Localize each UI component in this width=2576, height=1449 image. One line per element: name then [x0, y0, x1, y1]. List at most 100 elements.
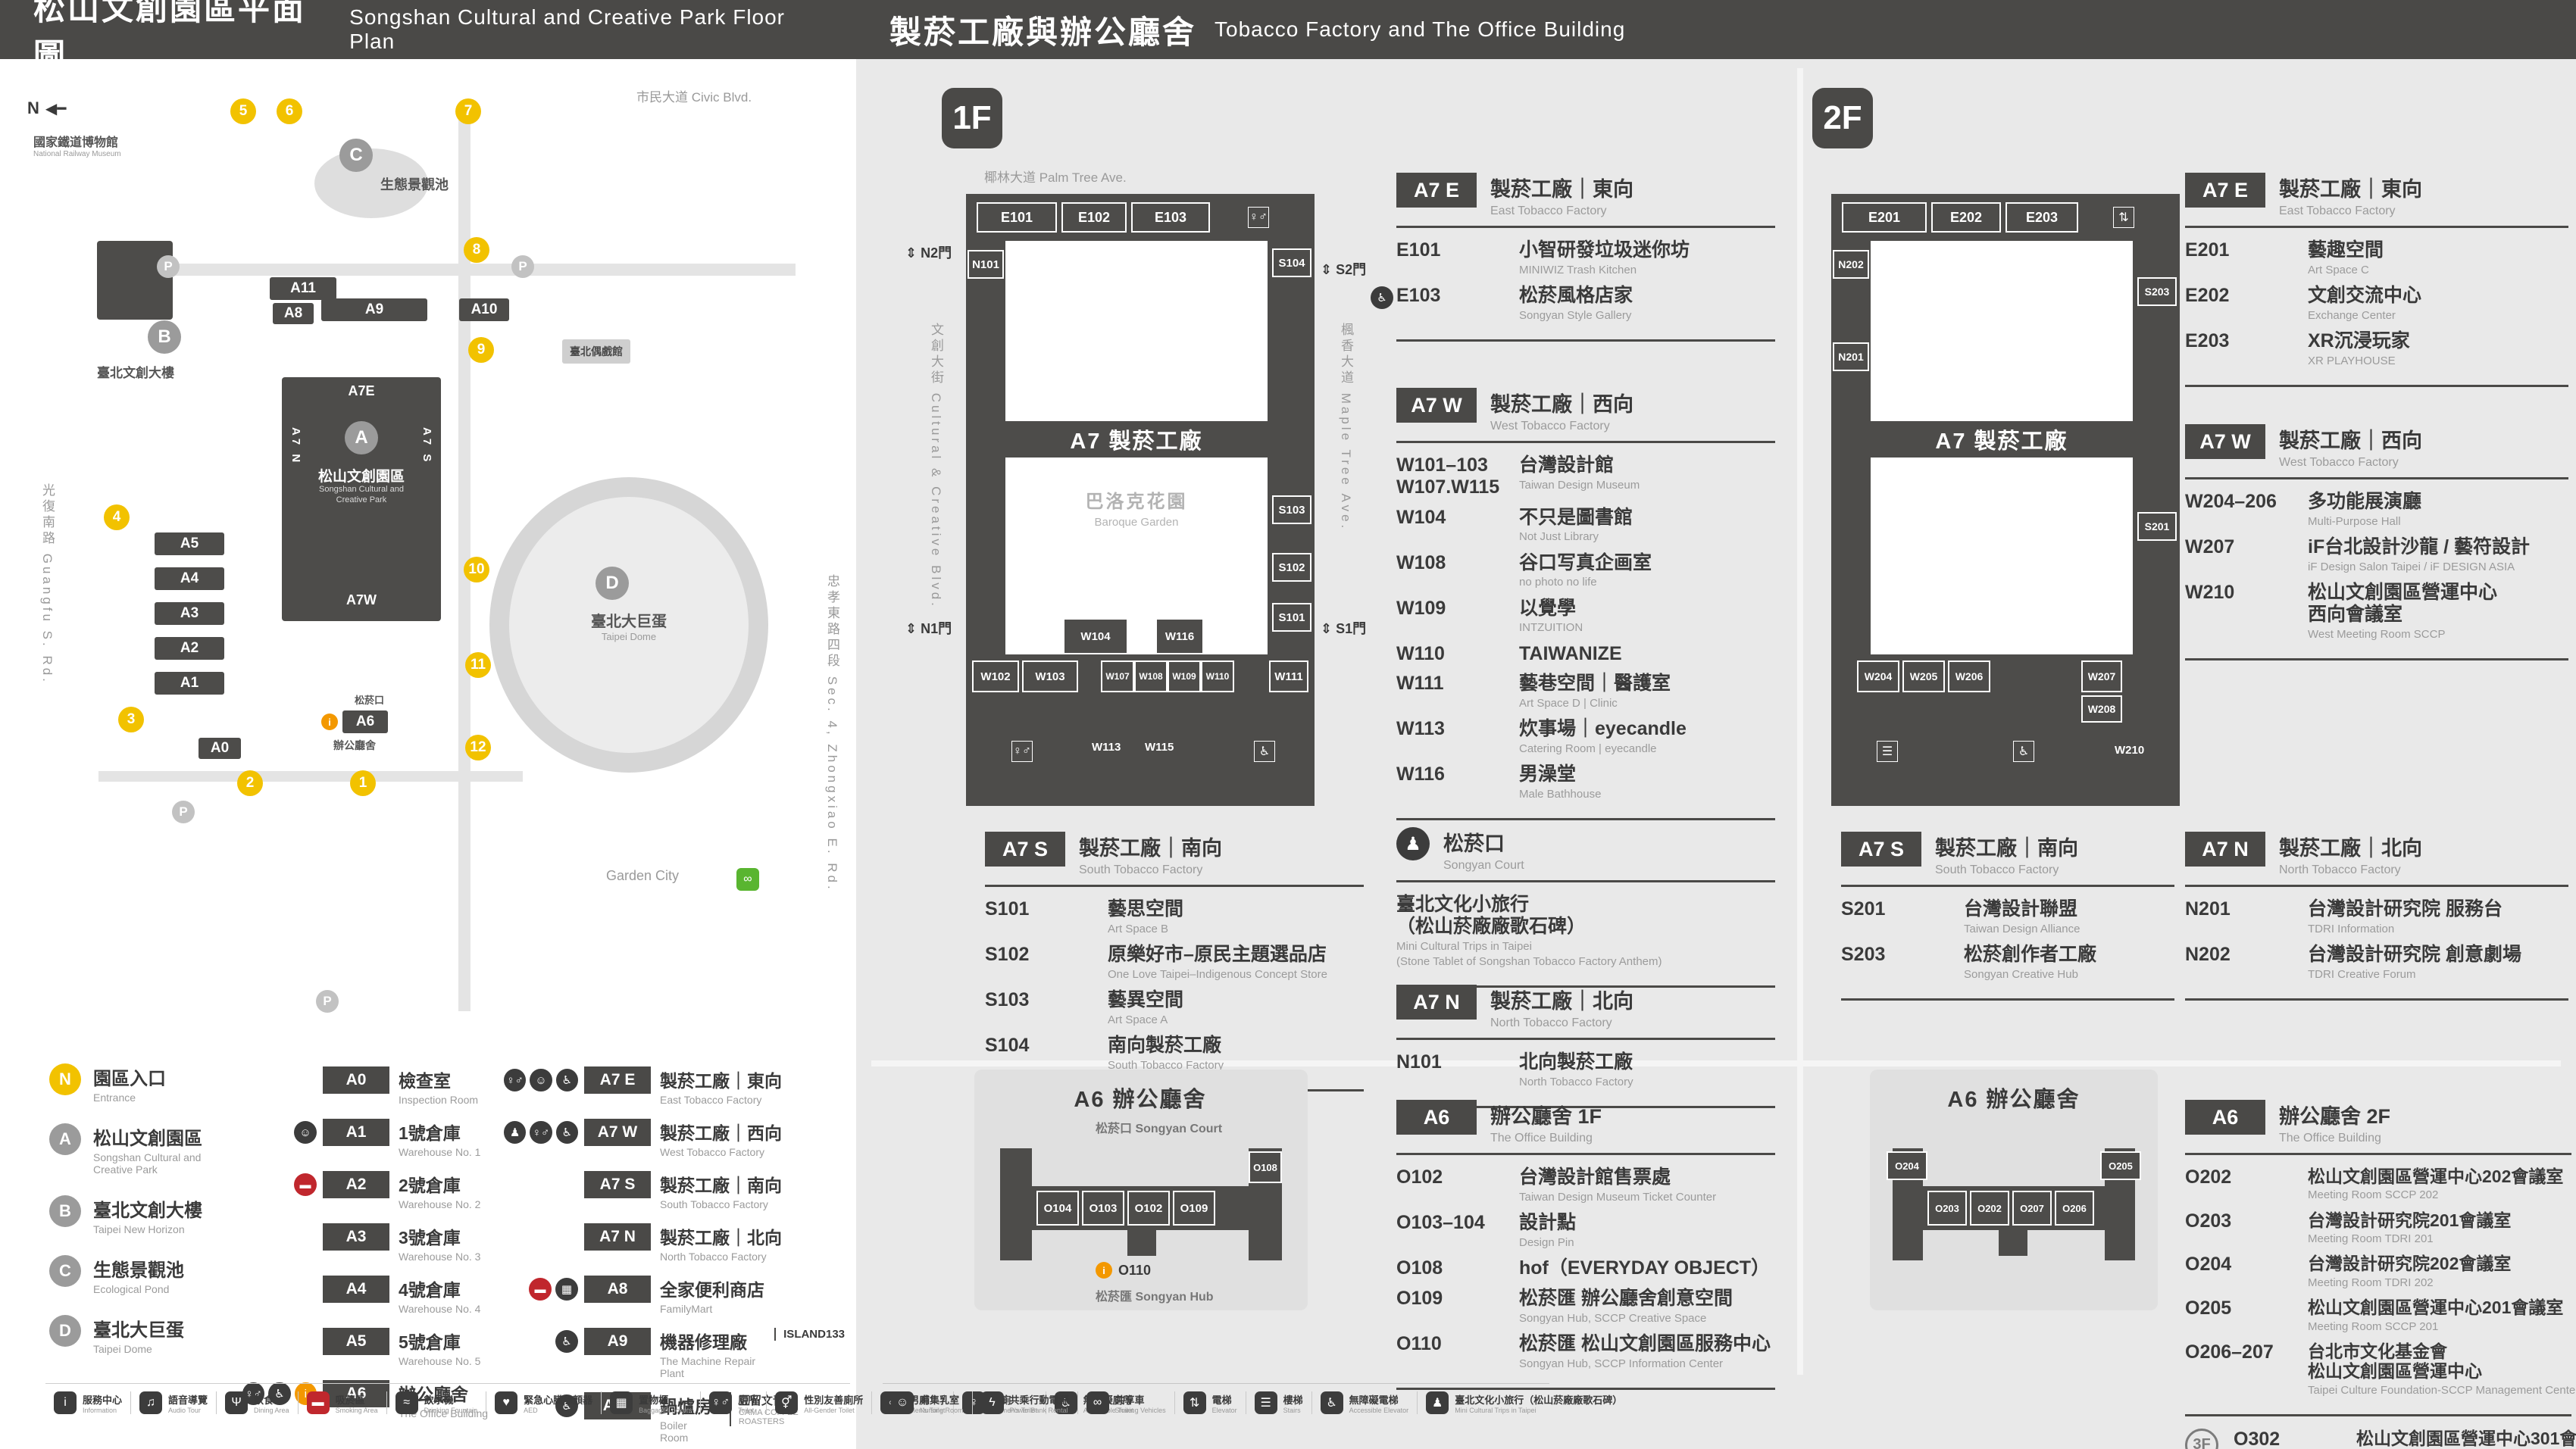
locker-icon: ▦: [610, 1391, 633, 1414]
footer-zh: 語音導覽: [168, 1394, 208, 1406]
plan-room-o104: O104: [1036, 1191, 1079, 1226]
footer-zh: 置物櫃: [639, 1394, 669, 1406]
footer-item: ♟ 臺北文化小旅行（松山菸廠廠歌石碑）Mini Cultural Trips i…: [1418, 1391, 1630, 1414]
a6-2f-stub: [1999, 1230, 2027, 1256]
plan-room-w102: W102: [972, 660, 1019, 692]
legend-badge: A8: [584, 1276, 651, 1303]
legend-zh: 4號倉庫: [399, 1280, 461, 1300]
a6-court-label: 松菸口 Songyan Court: [1096, 1123, 1223, 1135]
footer-zh: 男廁: [909, 1394, 930, 1406]
footer-zh: 哺集乳室: [920, 1394, 960, 1406]
park-name-en2: Creative Park: [336, 495, 387, 504]
section-rooms: 臺北文化小旅行 （松山菸廠廠歌石碑） Mini Cultural Trips i…: [1396, 882, 1775, 988]
room-code: S201: [1841, 898, 1886, 920]
legend-en: Boiler Room: [660, 1419, 689, 1444]
legend-badge: A2: [323, 1171, 389, 1198]
marker-b: B: [148, 320, 181, 354]
room-code: W111: [1396, 673, 1444, 695]
room-code: O204: [2185, 1254, 2232, 1276]
a6-2f-floor-plan: A6 辦公廳舍 O204 O205 O203 O202 O207 O206: [1877, 1076, 2150, 1303]
locker-icon: ▦: [555, 1278, 578, 1301]
entrance-2: 2: [237, 770, 263, 796]
legend-en: The Office Building: [399, 1407, 489, 1419]
plan-room-w208: W208: [2081, 695, 2122, 723]
room-code: O109: [1396, 1287, 1443, 1309]
legend-en: Warehouse No. 4: [399, 1303, 481, 1315]
door-n1-label: N1門: [921, 621, 952, 636]
footer-en: Power Bank Rental: [1009, 1406, 1068, 1414]
room-code: W109: [1396, 597, 1446, 619]
plan-room-w103: W103: [1022, 660, 1078, 692]
info-orange-icon: i: [1096, 1262, 1112, 1279]
person-icon: ♟: [1426, 1391, 1449, 1414]
park-name-en1: Songshan Cultural and: [319, 485, 404, 494]
legend-icons: ♀♂☺♿: [504, 1069, 578, 1091]
baroque-garden-en: Baroque Garden: [1094, 516, 1179, 529]
entrance-10: 10: [464, 557, 489, 582]
office-map-label: 辦公廳舍: [333, 739, 376, 751]
a6-1f-stub: [1127, 1230, 1156, 1256]
legend-zh: 製菸工廠｜西向: [660, 1123, 782, 1143]
legend-en: Warehouse No. 5: [399, 1355, 481, 1367]
warehouse-a2-tag: A2: [155, 637, 224, 660]
youbike-icon: ∞: [736, 868, 759, 891]
room-code: O205: [2185, 1298, 2232, 1319]
plan-room-w109: W109: [1168, 660, 1201, 692]
accessible-icon: ♿: [555, 1330, 578, 1353]
room-code: N101: [1396, 1051, 1442, 1073]
a7-1f-west-wing: [966, 241, 1005, 654]
street-maple-tree-ave: 楓香大道 Maple Tree Ave.: [1339, 323, 1353, 532]
room-code: O302: [2234, 1428, 2281, 1449]
legend-badge: A7 E: [584, 1066, 651, 1094]
parking-icon: P: [511, 255, 534, 278]
room-row-o302: 3F O302 松山文創園區營運中心301會議室Meeting Room SCC…: [2185, 1428, 2576, 1449]
power-icon: ϟ: [980, 1391, 1004, 1414]
plan-room-w207: W207: [2081, 660, 2122, 692]
legend-zh: 檢查室: [399, 1071, 451, 1091]
legend-icons: ▬▦: [504, 1278, 578, 1301]
legend-en: Warehouse No. 3: [399, 1251, 481, 1263]
section-title-zh: 製菸工廠｜東向: [1490, 178, 1633, 201]
section-title-zh: 辦公廳舍 2F: [2279, 1105, 2391, 1128]
legend-badge: A0: [323, 1066, 389, 1094]
park-map: N ◀━ 國家鐵道博物館 National Railway Museum 市民大…: [0, 59, 856, 1044]
